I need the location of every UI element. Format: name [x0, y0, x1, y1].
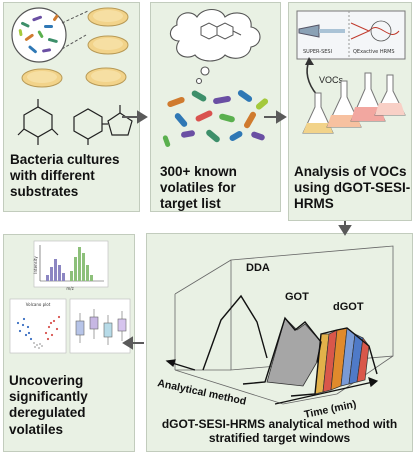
caption-line: deregulated [9, 405, 86, 421]
caption-line: using dGOT-SESI- [294, 180, 411, 196]
panel-known-volatiles: 300+ known volatiles for target list [150, 2, 281, 212]
caption-line: stratified target windows [208, 431, 351, 446]
got-label: GOT [285, 291, 309, 303]
bacteria-culture-illustration [11, 7, 133, 145]
panel4-caption: Uncovering significantly deregulated vol… [9, 373, 88, 438]
petri-dish-icon [21, 68, 63, 88]
caption-line: with different [10, 168, 95, 184]
instrument-label-left: SUPER-SESI [303, 49, 332, 55]
voc-analysis-illustration: SUPER-SESI QExactive HRMS VOCs [296, 10, 406, 134]
ms-instrument-icon [296, 10, 406, 60]
histogram-ylabel: Intensity [33, 256, 38, 274]
panel-deregulated-volatiles: m/z Intensity Volcano plot [3, 234, 135, 452]
caption-line: HRMS [294, 196, 334, 212]
volcano-plot: Volcano plot [9, 298, 67, 354]
magnified-dish-icon [11, 7, 67, 63]
box-plot [69, 298, 131, 354]
caption-line: Analysis of VOCs [294, 164, 407, 179]
got-line [242, 316, 322, 385]
petri-dish-icon [87, 7, 129, 27]
volatiles-illustration [162, 8, 269, 147]
caption-line: target list [160, 196, 221, 212]
sucrose-structure-icon [73, 105, 133, 145]
caption-line: volatiles for [160, 180, 236, 196]
thought-bubble-icon [169, 8, 261, 85]
caption-line: Bacteria cultures [10, 152, 120, 167]
dgot-line [290, 327, 378, 397]
vocs-arrow [306, 60, 318, 96]
results-illustration: m/z Intensity Volcano plot [9, 240, 131, 354]
panel2-caption: 300+ known volatiles for target list [160, 164, 237, 213]
petri-dish-icon [87, 35, 129, 55]
bacteria-icon [18, 14, 59, 54]
caption-line: dGOT-SESI-HRMS analytical method with [161, 417, 398, 431]
bacteria-cloud-icon [162, 90, 269, 147]
instrument-label-right: QExactive HRMS [353, 49, 395, 55]
glucose-structure-icon [17, 99, 59, 145]
panel-voc-analysis: SUPER-SESI QExactive HRMS VOCs Analysis … [288, 2, 412, 221]
histogram-xlabel: m/z [66, 286, 73, 291]
dgot-windows [314, 327, 370, 395]
dgot-label: dGOT [333, 301, 364, 313]
panel-analytical-method: DDA GOT dGOT Analytical method Time (min… [146, 233, 413, 452]
caption-line: Uncovering [9, 373, 84, 388]
dda-label: DDA [246, 262, 270, 274]
dda-line [202, 294, 268, 371]
caption-line: significantly [9, 389, 88, 405]
panel5-caption: dGOT-SESI-HRMS analytical method with st… [151, 417, 408, 446]
axis-label-method: Analytical method [156, 377, 247, 408]
acquisition-method-diagram: DDA GOT dGOT Analytical method Time (min… [156, 245, 394, 421]
volcano-title: Volcano plot [26, 302, 51, 307]
histogram-chart: m/z Intensity [33, 240, 109, 291]
axis-arrows [165, 359, 379, 405]
caption-line: volatiles [9, 421, 64, 437]
caption-line: 300+ known [160, 164, 237, 179]
vocs-label: VOCs [319, 75, 344, 85]
panel1-caption: Bacteria cultures with different substra… [10, 152, 120, 201]
arrowhead-icon [305, 57, 314, 65]
caption-line: substrates [10, 184, 79, 200]
molecule-structure-icon [200, 22, 242, 40]
panel3-caption: Analysis of VOCs using dGOT-SESI- HRMS [294, 164, 410, 213]
panel-bacteria-cultures: Bacteria cultures with different substra… [3, 2, 140, 212]
flask-icon [302, 92, 334, 134]
flask-icon [374, 74, 406, 116]
petri-dish-icon [85, 67, 127, 87]
